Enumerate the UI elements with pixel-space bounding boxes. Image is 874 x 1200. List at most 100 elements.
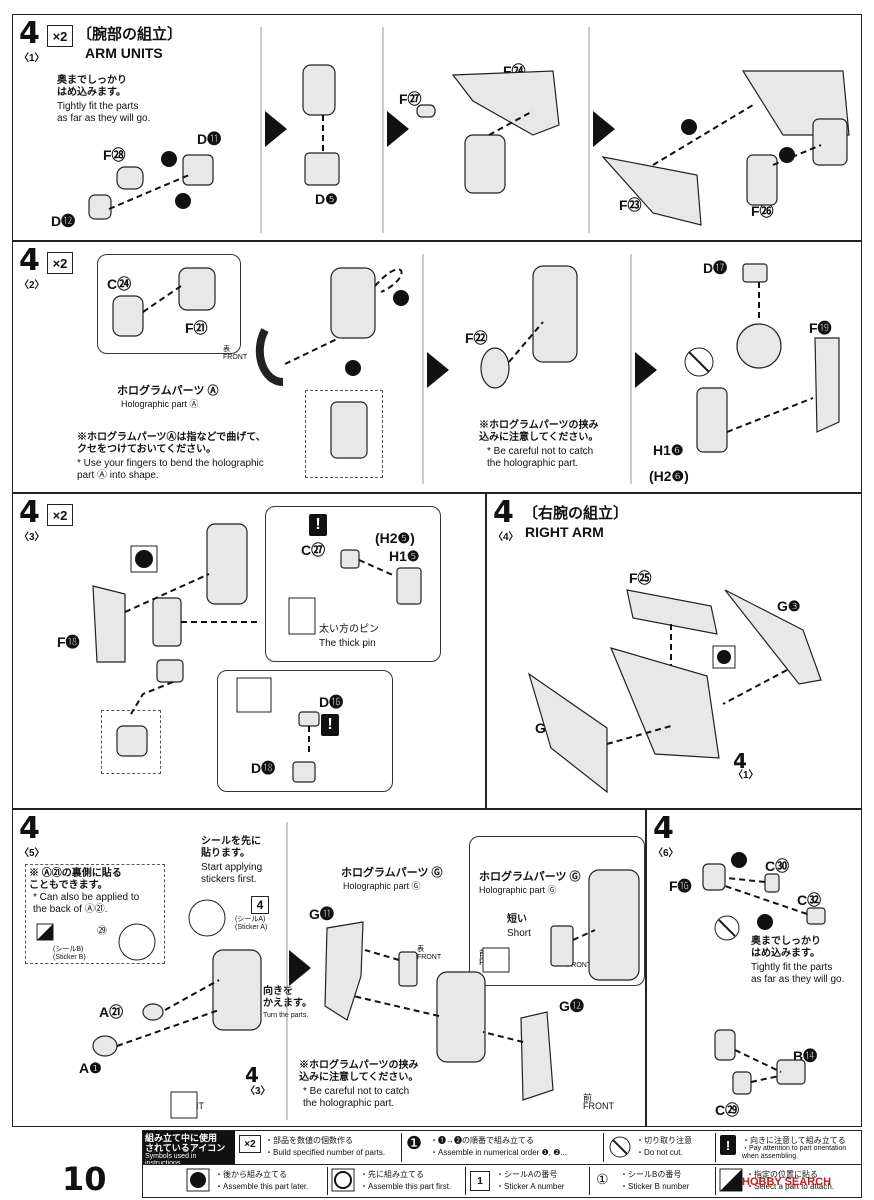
quantity-badge: ×2: [47, 25, 73, 47]
legend-item-en: ・Pay attention to part orientation when …: [742, 1145, 847, 1160]
icon-legend: 組み立て中に使用 されているアイコン Symbols used in instr…: [142, 1130, 862, 1198]
sticker-a-number: 4: [251, 896, 269, 914]
legend-item-jp: ・❶→❷の順番で組み立てる: [430, 1136, 534, 1145]
legend-item-jp: ・シールAの番号: [496, 1170, 558, 1179]
label-g3: G❸: [777, 598, 801, 614]
sticker-b-icon: ①: [596, 1171, 609, 1187]
legend-item-jp: ・部品を数値の個数作る: [265, 1136, 353, 1145]
step-4-5-panel: 4 〈5〉 ※ Ⓐ㉑の裏側に貼る こともできます。 * Can also be …: [12, 809, 646, 1127]
holo-label-jp: ホログラムパーツ Ⓐ: [117, 385, 219, 397]
flow-arrow: [593, 111, 615, 147]
holo-label-en: Holographic part Ⓖ: [343, 881, 421, 891]
label-h1: H1❺: [389, 548, 420, 564]
label-a1: A❶: [79, 1060, 102, 1076]
quantity-badge: ×2: [47, 252, 73, 274]
sticker-first-jp: シールを先に 貼ります。: [201, 836, 261, 859]
catch-note-jp: ※ホログラムパーツの挟み 込みに注意してください。: [479, 420, 599, 443]
step-substep: 〈2〉: [19, 280, 45, 291]
label-a21: A㉑: [99, 1004, 124, 1020]
legend-title-jp: 組み立て中に使用 されているアイコン: [145, 1133, 226, 1153]
attach-position-icon: [719, 1168, 743, 1192]
quantity-badge: ×2: [47, 504, 73, 526]
step6-parts-illustration: [702, 852, 826, 1095]
step3-parts-illustration: [92, 523, 422, 783]
label-d12: D⓬: [51, 213, 76, 229]
label-d5: D❺: [315, 191, 338, 207]
assemble-later-icon: [186, 1168, 210, 1192]
label-f28: F㉘: [103, 147, 126, 163]
holo-detail-label-jp: ホログラムパーツ Ⓖ: [479, 871, 581, 883]
label-d17: D⓱: [703, 260, 728, 276]
step-substep: 〈1〉: [19, 53, 45, 64]
sticker-b-number: ㉙: [97, 926, 107, 937]
label-f19: F⓳: [809, 320, 832, 336]
legend-item-jp: ・シールBの番号: [620, 1170, 682, 1179]
step-4-3-panel: 4 〈3〉 ×2 F⓲ ! C㉗ (H2❺) H1❺ 太い方のピン The th…: [12, 493, 486, 809]
flow-arrow: [427, 352, 449, 388]
step-number: 4: [19, 16, 40, 51]
step-number: 4: [493, 495, 514, 530]
reference-step-number: 4: [733, 749, 747, 773]
step-order-icon: ❶: [406, 1133, 423, 1153]
label-c32: C㉜: [797, 892, 822, 908]
label-f18: F⓲: [57, 634, 80, 650]
catch-note-en: * Be careful not to catch the holographi…: [303, 1086, 410, 1109]
holo-label-jp: ホログラムパーツ Ⓖ: [341, 867, 443, 879]
label-h2: (H2❻): [649, 468, 689, 484]
step-4-2-panel: 4 〈2〉 ×2 C㉔ F㉑ 表 FRONT ホログラムパーツ Ⓐ Hologr…: [12, 241, 862, 493]
assemble-first-icon: [331, 1168, 355, 1192]
step5-parts-illustration: [36, 822, 640, 1120]
bend-note-en: * Use your fingers to bend the holograph…: [77, 458, 264, 481]
front-marker: 前 FRONT: [583, 1093, 614, 1111]
legend-item-jp: ・向きに注意して組み立てる: [742, 1136, 846, 1145]
fit-note-en: Tightly fit the parts as far as they wil…: [751, 962, 845, 985]
short-label-jp: 短い: [507, 914, 527, 925]
turn-note-en: Turn the parts.: [263, 1012, 309, 1019]
section-title-jp: 〔右腕の組立〕: [523, 505, 629, 522]
legend-item-jp: ・後から組み立てる: [215, 1170, 287, 1179]
fit-note-en: Tightly fit the parts as far as they wil…: [57, 101, 151, 124]
arm-units-parts-illustration: [88, 27, 850, 233]
right-arm-parts-illustration: [527, 589, 822, 794]
legend-item-en: ・Sticker A number: [496, 1182, 565, 1191]
short-label-en: Short: [507, 928, 531, 939]
step-4-1-panel: 4 〈1〉 ×2 〔腕部の組立〕 ARM UNITS 奥までしっかり はめ込みま…: [12, 14, 862, 241]
label-f26: F㉖: [751, 203, 774, 219]
label-c29: C㉙: [715, 1102, 740, 1118]
legend-item-en: ・Assemble in numerical order ❶, ❷...: [430, 1148, 568, 1157]
front-marker: 表 FRONT: [223, 346, 248, 361]
back-note-en: * Can also be applied to the back of Ⓐ㉑.: [33, 892, 140, 915]
label-h1: H1❻: [653, 442, 684, 458]
label-c24: C㉔: [107, 276, 132, 292]
pin-note-en: The thick pin: [319, 638, 376, 649]
flow-arrow: [265, 111, 287, 147]
step-number: 4: [19, 495, 40, 530]
reference-substep: 〈1〉: [733, 770, 759, 781]
flow-arrow: [387, 111, 409, 147]
label-f16: F⓰: [669, 878, 692, 894]
step-4-4-panel: 4 〈4〉 〔右腕の組立〕 RIGHT ARM F㉕ G❸ G❹ 4 〈1〉: [486, 493, 862, 809]
holo-detail-label-en: Holographic part Ⓖ: [479, 885, 557, 895]
sticker-first-en: Start applying stickers first.: [201, 862, 263, 885]
step-substep: 〈5〉: [19, 848, 45, 859]
label-c30: C㉚: [765, 858, 790, 874]
sticker-a-icon: 1: [470, 1171, 490, 1191]
legend-item-en: ・Do not cut.: [636, 1148, 683, 1157]
watermark: HOBBY SEARCH: [742, 1176, 832, 1188]
label-f21: F㉑: [185, 320, 208, 336]
label-d11: D⓫: [197, 131, 222, 147]
quantity-icon: ×2: [239, 1135, 261, 1153]
step-number: 4: [19, 243, 40, 278]
label-f22: F㉒: [465, 330, 488, 346]
label-g11: G⓫: [309, 906, 334, 922]
step-substep: 〈4〉: [493, 532, 519, 543]
legend-item-jp: ・指定の位置に貼る: [746, 1170, 818, 1179]
label-g12: G⓬: [559, 998, 584, 1014]
sticker-a-label: (シールA) (Sticker A): [235, 916, 268, 931]
label-f25: F㉕: [629, 570, 652, 586]
front-marker: 表 FRONT: [417, 946, 442, 961]
orientation-caution-icon: !: [720, 1135, 736, 1155]
fit-note-jp: 奥までしっかり はめ込みます。: [57, 75, 127, 98]
pin-note-jp: 太い方のピン: [319, 624, 379, 635]
legend-item-en: ・Build specified number of parts.: [265, 1148, 386, 1157]
